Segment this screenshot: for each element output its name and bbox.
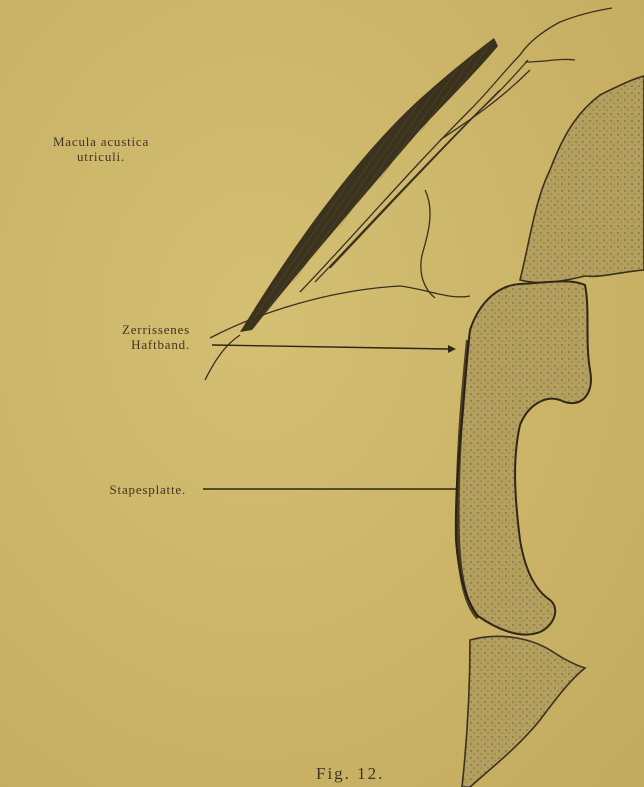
label-zerrissenes-haftband: Zerrissenes Haftband. xyxy=(40,322,190,352)
label-macula-acustica: Macula acustica utriculi. xyxy=(8,134,194,164)
label-macula-line1: Macula acustica xyxy=(8,134,194,149)
pointer-zerrissenes-tip xyxy=(448,345,456,353)
figure-caption: Fig. 12. xyxy=(316,766,384,781)
label-macula-line2: utriculi. xyxy=(8,149,194,164)
label-zerrissenes-line1: Zerrissenes xyxy=(40,322,190,337)
lower-tissue-texture xyxy=(462,636,585,787)
upper-tissue-texture xyxy=(520,76,644,283)
label-stapesplatte: Stapesplatte. xyxy=(20,482,186,497)
label-zerrissenes-line2: Haftband. xyxy=(40,337,190,352)
pointer-zerrissenes xyxy=(212,345,448,349)
macula-band-hatching xyxy=(246,40,496,330)
stapes-texture xyxy=(456,281,591,634)
